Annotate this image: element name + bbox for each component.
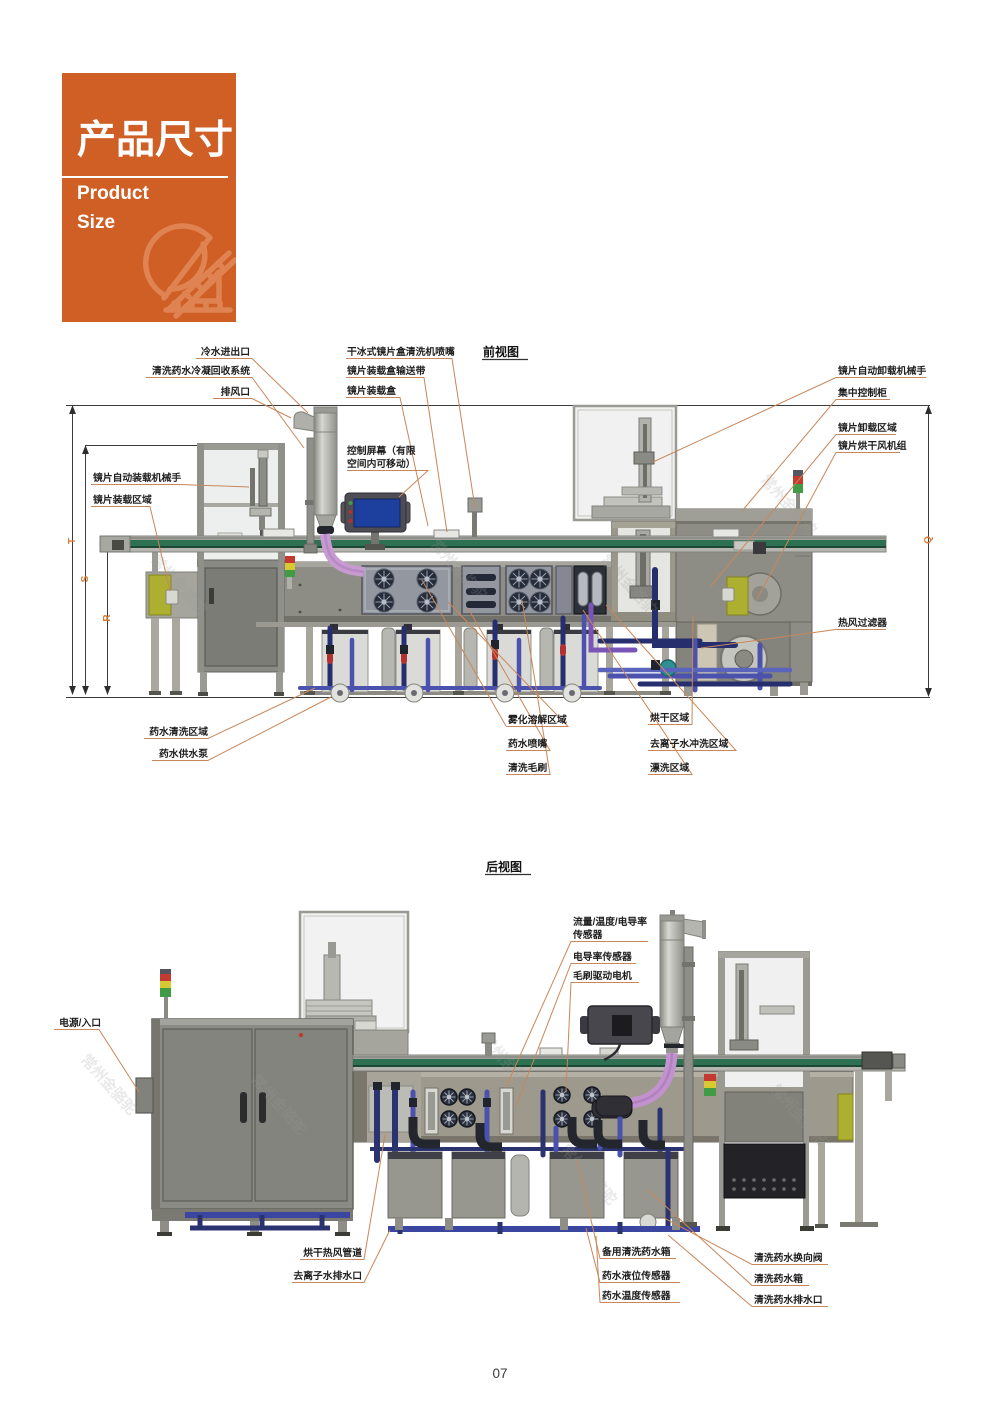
svg-text:药水喷嘴: 药水喷嘴 (508, 737, 547, 750)
svg-text:镜片卸载区域: 镜片卸载区域 (838, 421, 897, 434)
svg-text:传感器: 传感器 (572, 928, 603, 941)
svg-text:去离子水排水口: 去离子水排水口 (293, 1269, 362, 1282)
svg-text:前视图: 前视图 (483, 344, 519, 359)
svg-text:镜片自动装载机械手: 镜片自动装载机械手 (93, 471, 181, 484)
svg-text:冷水进出口: 冷水进出口 (201, 345, 250, 358)
svg-text:排风口: 排风口 (221, 385, 250, 398)
svg-text:镜片自动卸载机械手: 镜片自动卸载机械手 (838, 364, 926, 377)
svg-text:干冰式镜片盒清洗机喷嘴: 干冰式镜片盒清洗机喷嘴 (347, 345, 455, 358)
svg-text:镜片装载盒输送带: 镜片装载盒输送带 (347, 364, 426, 377)
svg-text:清洗药水换向阀: 清洗药水换向阀 (754, 1251, 823, 1264)
svg-text:备用清洗药水箱: 备用清洗药水箱 (601, 1245, 671, 1258)
svg-text:R: R (102, 614, 113, 622)
svg-text:流量/温度/电导率: 流量/温度/电导率 (573, 915, 647, 928)
svg-text:常州金骆驼: 常州金骆驼 (77, 1051, 141, 1119)
svg-text:清洗药水冷凝回收系统: 清洗药水冷凝回收系统 (152, 364, 250, 377)
svg-text:T: T (67, 538, 78, 544)
svg-text:药水供水泵: 药水供水泵 (159, 747, 208, 760)
svg-text:毛刷驱动电机: 毛刷驱动电机 (573, 969, 632, 982)
svg-text:电源/入口: 电源/入口 (59, 1016, 101, 1029)
svg-text:S: S (80, 575, 91, 582)
svg-text:烘干热风管道: 烘干热风管道 (303, 1246, 362, 1259)
svg-text:药水温度传感器: 药水温度传感器 (602, 1289, 671, 1302)
svg-text:清洗毛刷: 清洗毛刷 (508, 761, 547, 774)
svg-text:清洗药水排水口: 清洗药水排水口 (754, 1293, 823, 1306)
svg-text:控制屏幕（有限: 控制屏幕（有限 (347, 444, 416, 457)
svg-text:后视图: 后视图 (486, 859, 522, 874)
svg-text:烘干区域: 烘干区域 (650, 711, 689, 724)
svg-text:药水清洗区域: 药水清洗区域 (149, 725, 208, 738)
svg-text:空间内可移动）: 空间内可移动） (347, 457, 416, 470)
svg-text:漂洗区域: 漂洗区域 (649, 761, 689, 774)
svg-text:镜片装载区域: 镜片装载区域 (93, 493, 152, 506)
svg-text:热风过滤器: 热风过滤器 (838, 616, 887, 629)
svg-text:电导率传感器: 电导率传感器 (573, 950, 632, 963)
svg-text:雾化溶解区域: 雾化溶解区域 (507, 713, 567, 726)
svg-text:药水液位传感器: 药水液位传感器 (602, 1269, 671, 1282)
svg-text:去离子水冲洗区域: 去离子水冲洗区域 (650, 737, 729, 750)
svg-text:Q: Q (923, 536, 934, 544)
svg-text:镜片装载盒: 镜片装载盒 (347, 384, 396, 397)
svg-text:集中控制柜: 集中控制柜 (837, 386, 887, 399)
svg-text:镜片烘干风机组: 镜片烘干风机组 (838, 439, 907, 452)
svg-text:清洗药水箱: 清洗药水箱 (754, 1272, 803, 1285)
